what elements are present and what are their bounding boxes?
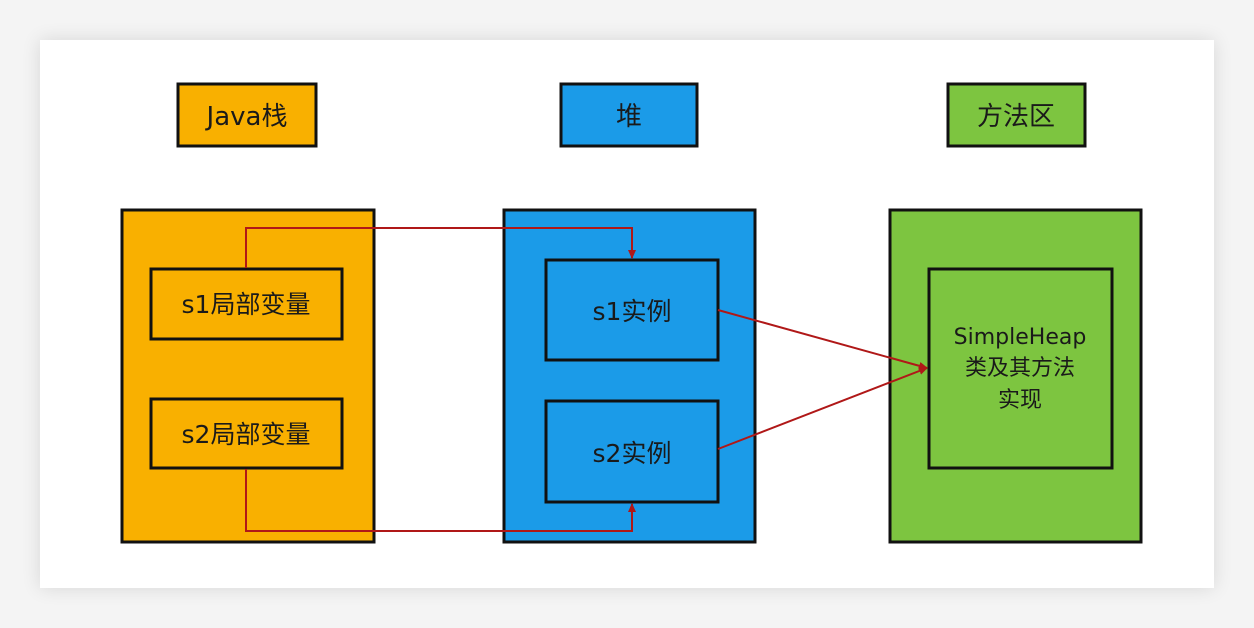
header-method-area: 方法区 (946, 82, 1087, 148)
s2-instance: s2实例 (544, 399, 720, 504)
arrow-s1-var-to-instance (245, 227, 636, 268)
simpleheap-class: SimpleHeap 类及其方法 实现 (927, 267, 1114, 470)
header-java-stack-label: Java栈 (205, 102, 288, 132)
s2-local-variable: s2局部变量 (149, 397, 344, 470)
header-java-stack: Java栈 (176, 82, 318, 148)
java-stack-box (120, 208, 376, 544)
class-label-line2: 类及其方法 (965, 356, 1075, 381)
arrow-s2-instance-to-class (717, 367, 928, 450)
header-heap-label: 堆 (616, 102, 642, 132)
arrow-s2-var-to-instance (245, 469, 636, 532)
header-method-area-label: 方法区 (977, 102, 1055, 132)
s2-local-variable-label: s2局部变量 (182, 420, 311, 449)
s1-local-variable-label: s1局部变量 (182, 290, 311, 319)
s1-local-variable: s1局部变量 (149, 267, 344, 341)
s1-instance-label: s1实例 (593, 297, 672, 326)
header-heap: 堆 (559, 82, 699, 148)
s2-instance-label: s2实例 (593, 439, 672, 468)
arrow-s1-instance-to-class (717, 309, 928, 370)
class-label-line3: 实现 (998, 388, 1042, 413)
class-label-line1: SimpleHeap (954, 325, 1087, 350)
s1-instance: s1实例 (544, 258, 720, 362)
